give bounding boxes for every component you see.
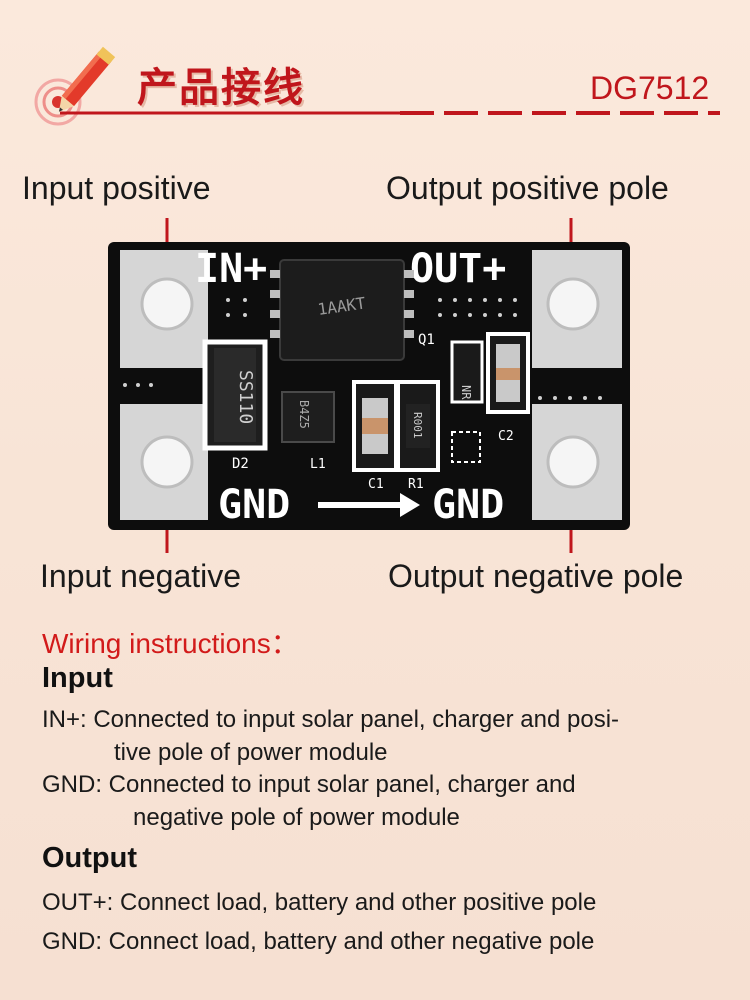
page-title: 产品接线 <box>137 65 305 111</box>
label-output-positive: Output positive pole <box>386 170 669 206</box>
label-input-negative: Input negative <box>40 558 242 594</box>
hole-gnd-in <box>140 435 194 489</box>
silk-c1: C1 <box>368 477 384 492</box>
header-divider <box>60 111 720 115</box>
silk-q1: Q1 <box>418 332 435 348</box>
wiring-instructions-title: Wiring instructions： <box>42 628 299 659</box>
nr-marking: NR <box>459 385 473 400</box>
silk-in-plus: IN+ <box>195 246 267 292</box>
silk-r1: R1 <box>408 477 424 492</box>
silk-gnd-left: GND <box>218 482 290 528</box>
silk-gnd-right: GND <box>432 482 504 528</box>
hole-in-plus <box>140 277 194 331</box>
resistor-marking: R001 <box>411 412 424 439</box>
in-plus-description: IN+: Connected to input solar panel, cha… <box>42 706 620 733</box>
in-plus-description-cont: tive pole of power module <box>114 739 388 766</box>
gnd-out-description: GND: Connect load, battery and other neg… <box>42 928 595 955</box>
silk-out-plus: OUT+ <box>410 246 506 292</box>
output-heading: Output <box>42 842 138 874</box>
label-output-negative: Output negative pole <box>388 558 684 594</box>
input-heading: Input <box>42 662 113 694</box>
pencil-icon <box>34 46 116 126</box>
component-q <box>450 340 484 404</box>
diode-marking: SS110 <box>235 370 256 424</box>
silk-l1: L1 <box>310 457 326 472</box>
arrow-icon <box>318 493 420 517</box>
label-input-positive: Input positive <box>22 170 211 206</box>
silk-c2: C2 <box>498 429 514 444</box>
silk-d2: D2 <box>232 456 249 472</box>
out-plus-description: OUT+: Connect load, battery and other po… <box>42 889 597 916</box>
gnd-in-description: GND: Connected to input solar panel, cha… <box>42 771 576 798</box>
hole-out-plus <box>546 277 600 331</box>
model-number: DG7512 <box>590 70 710 106</box>
gnd-in-description-cont: negative pole of power module <box>133 804 460 831</box>
small-chip <box>281 391 335 443</box>
hole-gnd-out <box>546 435 600 489</box>
small-chip-marking: B4Z5 <box>297 400 311 429</box>
